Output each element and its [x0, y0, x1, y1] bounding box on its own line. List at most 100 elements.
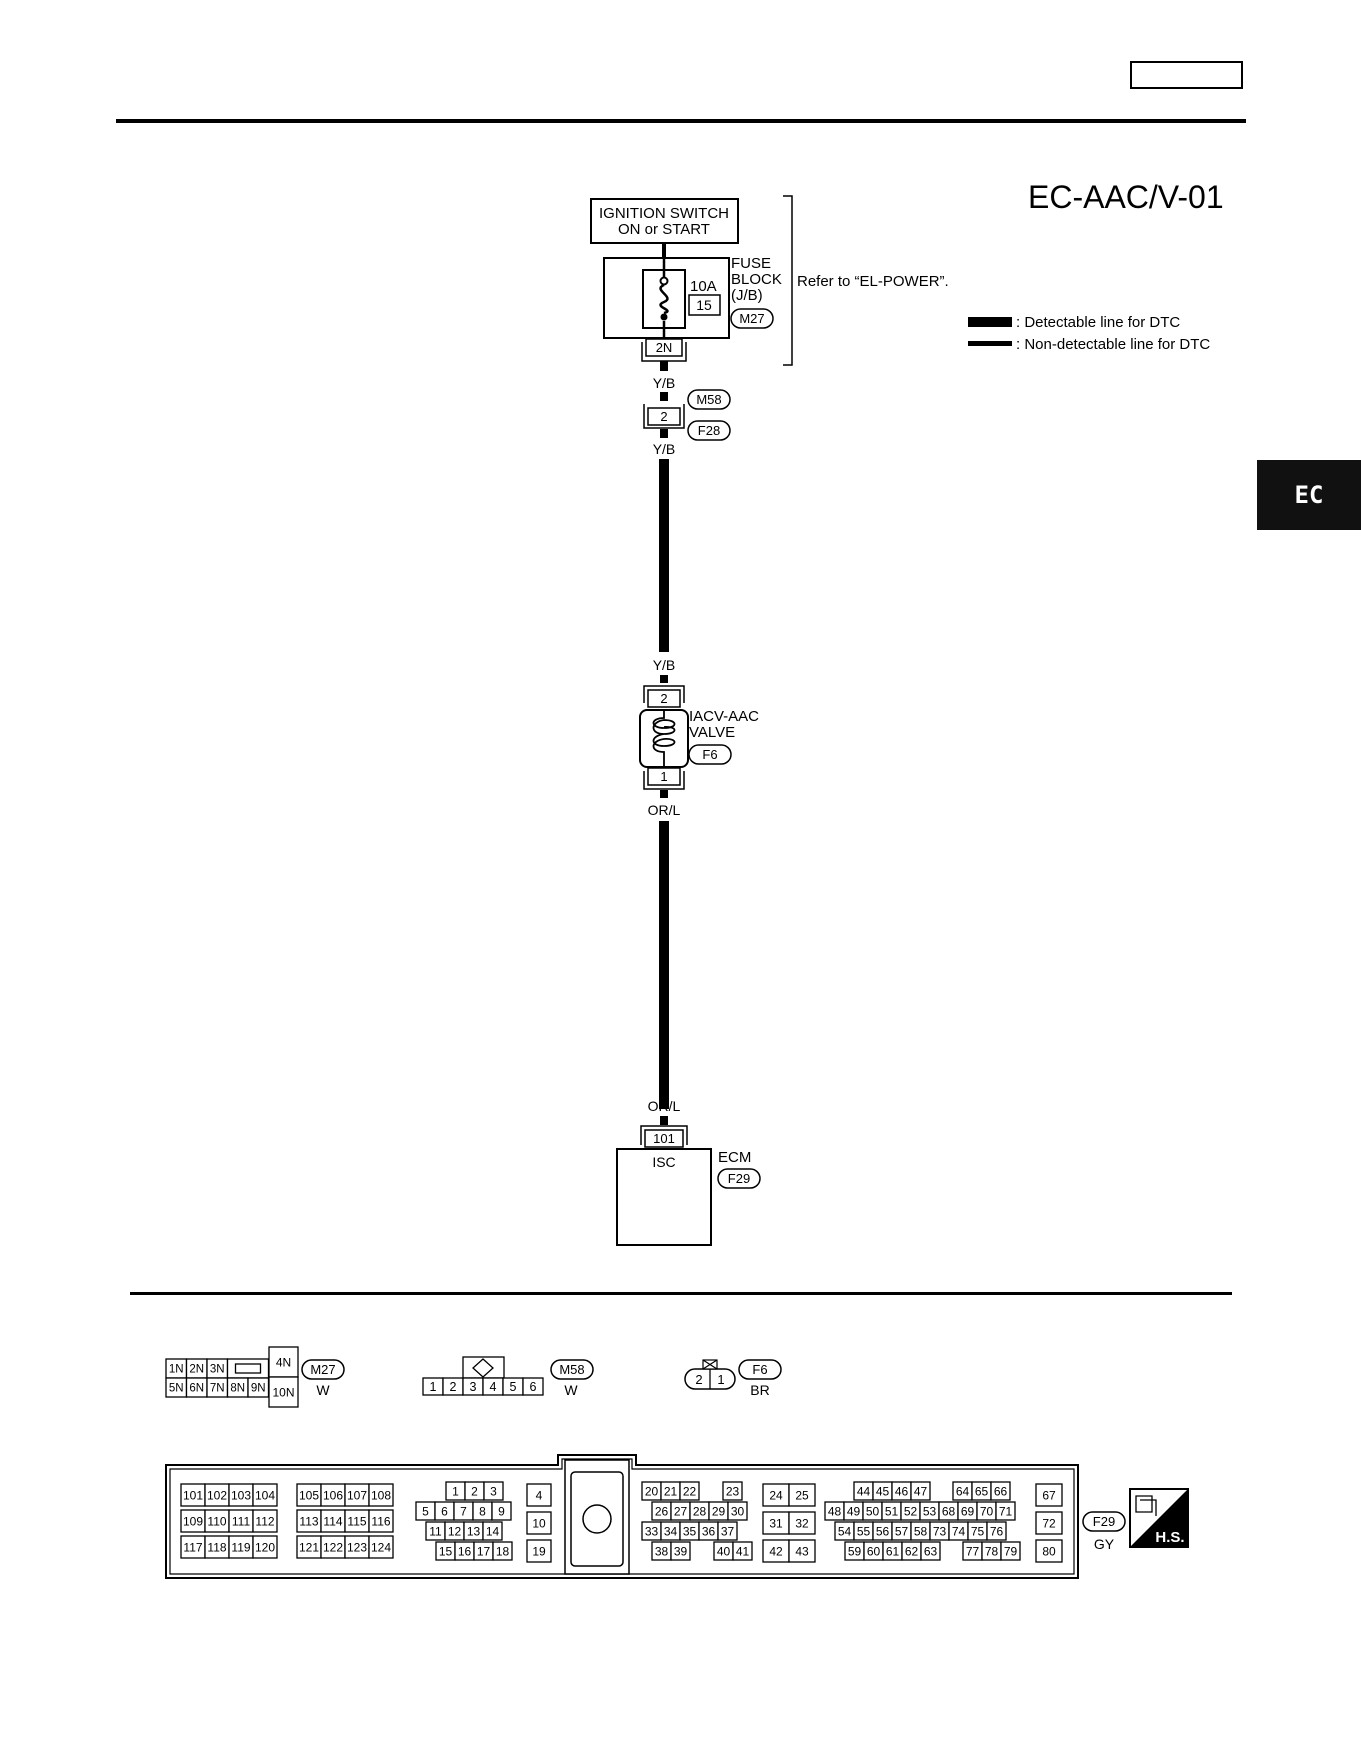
f29-pin-108-cell	[368, 1483, 394, 1507]
m58-badge	[550, 1359, 594, 1380]
wire-yb-segment-2	[660, 392, 668, 401]
f29-pin-50-label: 50	[866, 1504, 880, 1518]
f29-pin-16-label: 16	[458, 1544, 472, 1558]
f29-pin-68-label: 68	[942, 1504, 956, 1518]
joint-connector-top-badge	[687, 389, 731, 410]
f6-pin-2: 2	[695, 1372, 702, 1387]
iacv-bottom-housing	[643, 771, 685, 790]
m27-id: M27	[310, 1362, 335, 1377]
f29-pin-103-label: 103	[231, 1488, 251, 1502]
f29-pin-77-label: 77	[966, 1544, 980, 1558]
f29-pin-106-label: 106	[323, 1488, 343, 1502]
f29-pin-18-cell	[492, 1541, 513, 1561]
m27-badge	[301, 1359, 345, 1380]
wire-yb-segment-3	[660, 429, 668, 438]
f29-pin-31-label: 31	[769, 1516, 783, 1530]
f6-lock-icon	[702, 1359, 718, 1370]
f29-pin-57-label: 57	[895, 1524, 909, 1538]
f29-pin-104-cell	[252, 1483, 278, 1507]
joint-pin-box	[647, 407, 681, 426]
m27-color: W	[316, 1382, 330, 1398]
f29-inner-shell	[169, 1458, 1075, 1575]
f29-pin-32-label: 32	[795, 1516, 809, 1530]
m27-pin-4N-label: 4N	[276, 1355, 291, 1369]
f29-pin-44-label: 44	[857, 1484, 871, 1498]
f29-pin-64-label: 64	[956, 1484, 970, 1498]
f29-pin-47-cell	[910, 1481, 931, 1501]
f29-pin-32-cell	[788, 1511, 816, 1535]
f29-pin-6-label: 6	[441, 1504, 448, 1518]
legend-non-detectable-text: : Non-detectable line for DTC	[1016, 336, 1210, 353]
f29-pin-66-cell	[990, 1481, 1011, 1501]
f29-pin-9-cell	[491, 1501, 512, 1521]
f29-pin-78-label: 78	[985, 1544, 999, 1558]
f29-pin-47-label: 47	[914, 1484, 928, 1498]
f29-pin-30-cell	[727, 1501, 748, 1521]
m27-pin-10N-cell	[268, 1376, 299, 1408]
f29-pin-12-label: 12	[448, 1524, 462, 1538]
fuse-block-label2: BLOCK	[731, 271, 782, 288]
f29-pin-113-label: 113	[299, 1514, 318, 1528]
f29-pin-104-label: 104	[255, 1488, 275, 1502]
m27-pin-4N-cell	[268, 1346, 299, 1378]
f29-pin-22-cell	[679, 1481, 700, 1501]
wire-orl-segment-2	[660, 1116, 668, 1125]
f29-pin-101-label: 101	[183, 1488, 203, 1502]
joint-connector-bottom-badge	[687, 420, 731, 441]
f29-pin-46-label: 46	[895, 1484, 909, 1498]
f29-pin-23-cell	[722, 1481, 743, 1501]
iacv-pin-bottom-box	[647, 767, 681, 786]
f29-pin-60-label: 60	[867, 1544, 881, 1558]
f29-pin-119-label: 119	[231, 1540, 250, 1554]
fuse-terminal-top	[659, 276, 669, 286]
f29-pin-80-cell	[1035, 1539, 1063, 1563]
wire-yb-segment-1	[660, 361, 668, 371]
wire-orl-label-1: OR/L	[648, 802, 681, 818]
f29-pin-62-label: 62	[905, 1544, 919, 1558]
f29-pin-42-label: 42	[769, 1544, 783, 1558]
ecm-connector-badge	[717, 1168, 761, 1189]
f29-pin-112-cell	[252, 1509, 278, 1533]
f29-pin-26-label: 26	[655, 1504, 669, 1518]
fuse-element-icon	[659, 258, 669, 338]
power-bracket	[783, 195, 793, 366]
f29-id: F29	[1093, 1514, 1115, 1529]
f29-pin-28-label: 28	[693, 1504, 707, 1518]
wire-yb-label-2: Y/B	[653, 441, 676, 457]
m58-pin-2-label: 2	[450, 1380, 457, 1394]
f29-center-bolt-icon	[582, 1504, 612, 1534]
fuse-number-box	[688, 294, 721, 316]
f29-pin-35-label: 35	[683, 1524, 697, 1538]
f29-pin-52-label: 52	[904, 1504, 918, 1518]
f29-pin-3-label: 3	[490, 1484, 497, 1498]
f29-pin-8-label: 8	[479, 1504, 486, 1518]
diagram-title: EC-AAC/V-01	[1028, 179, 1224, 215]
fuse-block-label3: (J/B)	[731, 287, 763, 304]
joint-connector-bottom: F28	[698, 423, 720, 438]
section-tab-label: EC	[1294, 481, 1324, 509]
f29-pin-2-label: 2	[471, 1484, 478, 1498]
f29-pin-118-label: 118	[207, 1540, 226, 1554]
f29-pin-7-label: 7	[460, 1504, 467, 1518]
f29-pin-40-label: 40	[717, 1544, 731, 1558]
m27-pin-6N-label: 6N	[189, 1383, 204, 1395]
f29-pin-79-cell	[1000, 1541, 1021, 1561]
section-tab-ec[interactable]: EC	[1257, 460, 1361, 530]
legend-detectable-swatch	[968, 317, 1012, 327]
f29-pin-65-label: 65	[975, 1484, 989, 1498]
f29-color: GY	[1094, 1536, 1115, 1552]
fuse-block-label1: FUSE	[731, 255, 771, 272]
f29-pin-116-cell	[368, 1509, 394, 1533]
f29-pin-25-cell	[788, 1483, 816, 1507]
f29-pin-34-label: 34	[664, 1524, 678, 1538]
f29-pin-11-label: 11	[429, 1524, 442, 1538]
ecm-pin-housing	[640, 1125, 688, 1145]
wire-orl-label-2: OR/L	[648, 1098, 681, 1114]
f29-pin-10-label: 10	[532, 1516, 546, 1530]
f29-pin-3-cell	[483, 1481, 504, 1501]
fuse-pin: 2N	[656, 340, 673, 355]
f29-pin-15-label: 15	[439, 1544, 453, 1558]
f29-pin-14-cell	[482, 1521, 503, 1541]
ignition-switch-box	[590, 198, 739, 244]
m58-pin-3-label: 3	[470, 1380, 477, 1394]
